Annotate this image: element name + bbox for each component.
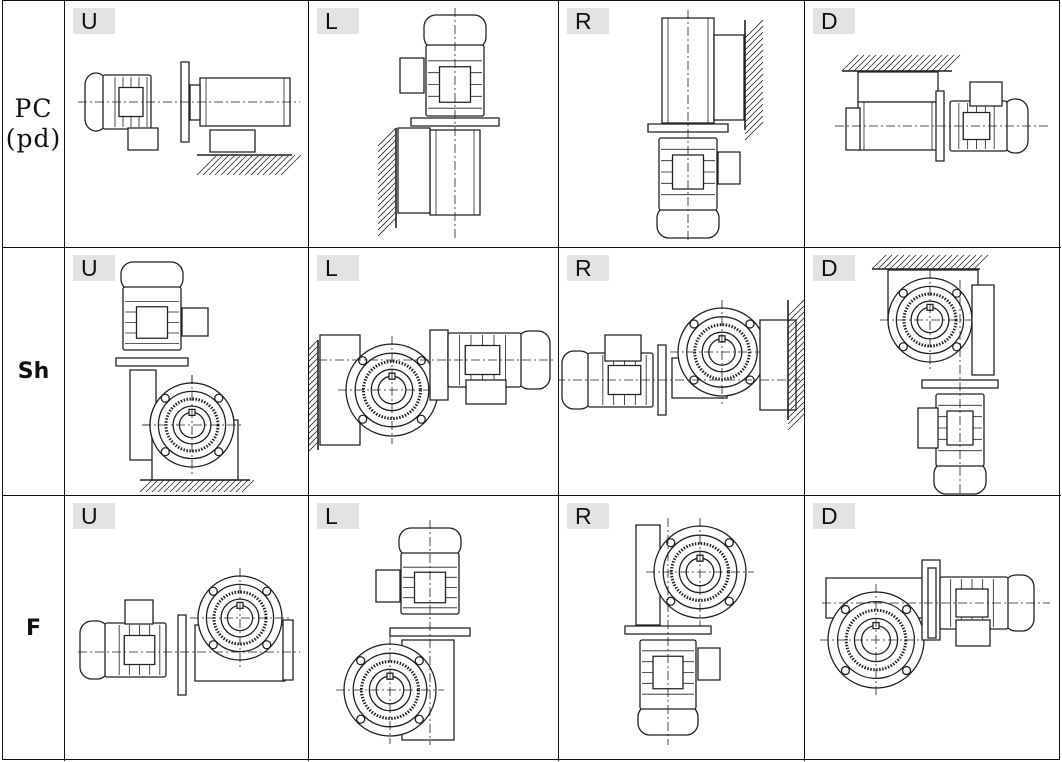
cell-pc-d: D <box>805 1 1061 248</box>
gearbox-drawing <box>805 496 1061 761</box>
cell-pc-r: R <box>559 1 805 248</box>
cell-f-d: D <box>805 496 1061 761</box>
row-label-pc: PC (pd) <box>3 1 65 248</box>
position-tag: R <box>567 8 609 34</box>
gearbox-drawing <box>309 1 559 248</box>
cell-pc-l: L <box>309 1 559 248</box>
gearbox-drawing <box>559 248 805 496</box>
position-tag: R <box>567 503 609 529</box>
position-tag: L <box>317 503 359 529</box>
gearbox-drawing <box>65 248 309 496</box>
position-tag: L <box>317 8 359 34</box>
position-tag: D <box>813 503 855 529</box>
cell-f-u: U <box>65 496 309 761</box>
gearbox-drawing <box>309 248 559 496</box>
position-tag: U <box>73 255 115 281</box>
gearbox-drawing <box>805 248 1061 496</box>
gearbox-drawing <box>559 496 805 761</box>
cell-sh-r: R <box>559 248 805 496</box>
row-label-sh: Sh <box>3 248 65 496</box>
gearbox-drawing <box>309 496 559 761</box>
cell-f-l: L <box>309 496 559 761</box>
cell-sh-u: U <box>65 248 309 496</box>
position-tag: U <box>73 8 115 34</box>
cell-pc-u: U <box>65 1 309 248</box>
gearbox-drawing <box>65 1 309 248</box>
gearbox-drawing <box>805 1 1061 248</box>
row-label-f: F <box>3 496 65 761</box>
position-tag: D <box>813 8 855 34</box>
position-tag: D <box>813 255 855 281</box>
row-label-text: F <box>25 616 42 641</box>
cell-sh-l: L <box>309 248 559 496</box>
cell-f-r: R <box>559 496 805 761</box>
cell-sh-d: D <box>805 248 1061 496</box>
row-label-text: PC (pd) <box>5 94 62 153</box>
position-tag: U <box>73 503 115 529</box>
position-tag: L <box>317 255 359 281</box>
gearbox-drawing <box>65 496 309 761</box>
row-label-text: Sh <box>17 359 50 384</box>
position-tag: R <box>567 255 609 281</box>
gearbox-drawing <box>559 1 805 248</box>
